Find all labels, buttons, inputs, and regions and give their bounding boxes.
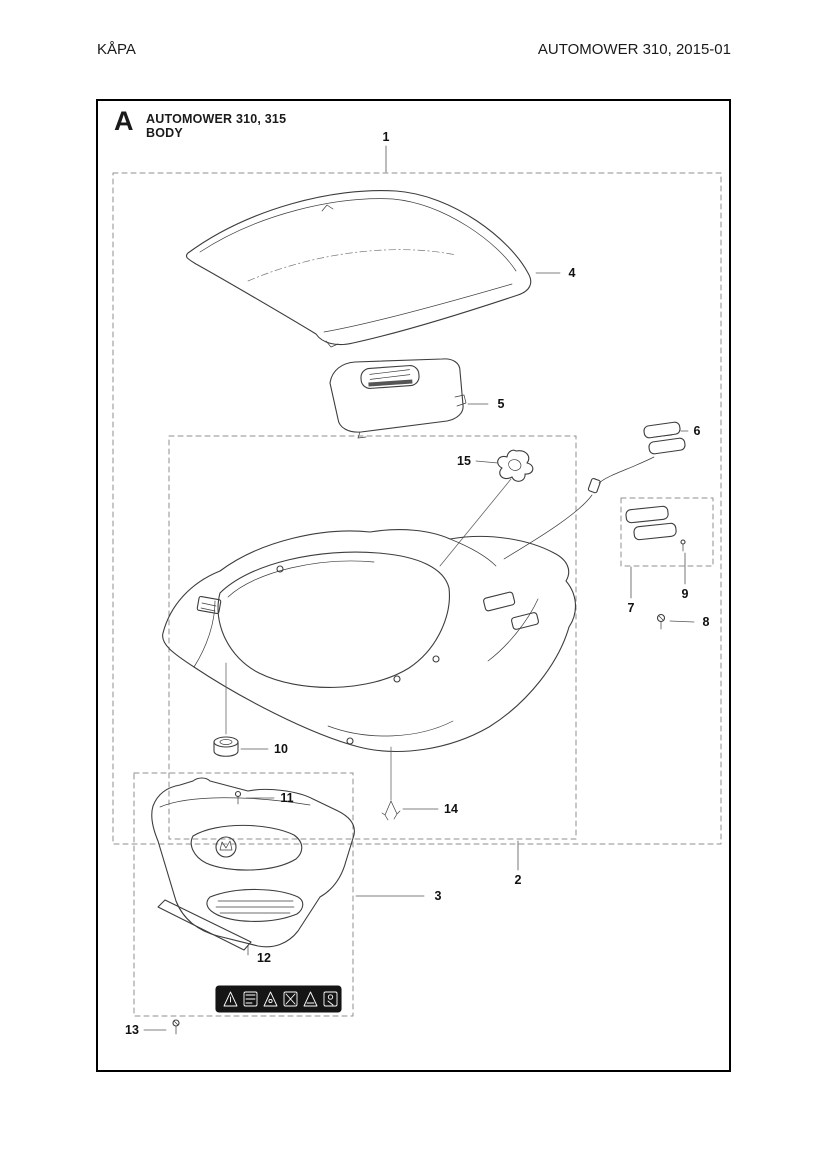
document-model-ref: AUTOMOWER 310, 2015-01 xyxy=(537,41,731,58)
group-box-3 xyxy=(133,772,354,1017)
part-2-body xyxy=(162,529,576,752)
exploded-diagram: 1 4 5 6 15 7 9 8 10 11 14 2 3 12 13 xyxy=(112,130,722,1037)
part-6-latch xyxy=(643,421,686,455)
callout-9: 9 xyxy=(682,587,689,601)
callout-7: 7 xyxy=(628,601,635,615)
callout-leaders xyxy=(143,145,695,1031)
part-11-screw xyxy=(234,790,242,805)
diagram-title-line1: AUTOMOWER 310, 315 xyxy=(146,112,287,126)
callout-13: 13 xyxy=(125,1023,139,1037)
document-title: KÅPA xyxy=(97,41,136,58)
callout-numbers: 1 4 5 6 15 7 9 8 10 11 14 2 3 12 13 xyxy=(125,130,709,1037)
callout-12: 12 xyxy=(257,951,271,965)
product-sticker xyxy=(360,365,420,389)
diagram-panel: A AUTOMOWER 310, 315 BODY xyxy=(96,99,731,1072)
part-12-strip xyxy=(157,899,252,951)
callout-15: 15 xyxy=(457,454,471,468)
cable xyxy=(503,456,655,560)
part-10-grommet xyxy=(213,662,239,757)
callout-5: 5 xyxy=(498,397,505,411)
group-box-2 xyxy=(168,435,577,840)
callout-14: 14 xyxy=(444,802,458,816)
callout-10: 10 xyxy=(274,742,288,756)
callout-2: 2 xyxy=(515,873,522,887)
part-3-front-body xyxy=(151,777,355,948)
warning-label xyxy=(215,985,342,1013)
part-4-top-cover xyxy=(185,190,532,348)
part-15-spiral-washer xyxy=(439,449,534,567)
part-5-display-cover xyxy=(329,358,467,439)
callout-11: 11 xyxy=(280,791,293,805)
warning-pictograms xyxy=(223,991,338,1007)
part-14-wire-clip xyxy=(381,746,401,821)
callout-8: 8 xyxy=(703,615,710,629)
callout-3: 3 xyxy=(435,889,442,903)
part-9-bracket xyxy=(625,505,686,552)
callout-1: 1 xyxy=(383,130,390,144)
callout-6: 6 xyxy=(694,424,701,438)
section-letter: A xyxy=(114,106,134,136)
diagram-title: AUTOMOWER 310, 315 BODY xyxy=(146,112,286,140)
group-box-7-9 xyxy=(620,497,714,567)
part-13-screw xyxy=(172,1019,180,1035)
callout-4: 4 xyxy=(569,266,576,280)
group-box-1 xyxy=(112,172,722,845)
diagram-title-line2: BODY xyxy=(146,126,183,140)
parts-art xyxy=(151,190,686,1035)
husqvarna-crown-logo xyxy=(215,836,237,858)
group-boxes xyxy=(112,172,722,1017)
part-8-screw xyxy=(656,613,666,630)
